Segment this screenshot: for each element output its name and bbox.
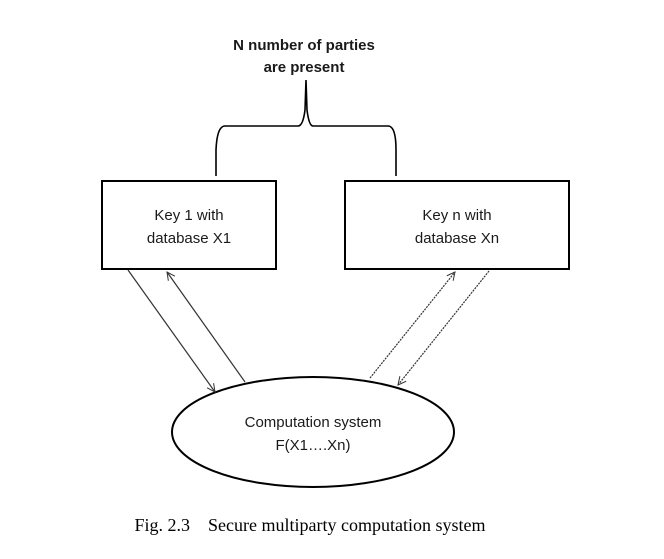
party-box-key-n: Key n with database Xn — [344, 180, 570, 270]
computation-system-line2: F(X1….Xn) — [275, 437, 350, 454]
party-box-key-1-line2: database X1 — [147, 230, 231, 247]
arrow-computation-to-party1 — [167, 272, 246, 383]
arrow-party1-to-computation — [127, 269, 215, 392]
party-box-key-n-line1: Key n with — [422, 207, 491, 224]
grouping-brace — [215, 79, 397, 176]
party-box-key-1-line1: Key 1 with — [154, 207, 223, 224]
party-box-key-n-line2: database Xn — [415, 230, 499, 247]
arrow-partyn-to-computation — [398, 270, 490, 385]
computation-system-node: Computation system F(X1….Xn) — [171, 376, 455, 488]
computation-system-line1: Computation system — [245, 414, 382, 431]
parties-label-line1: N number of parties — [233, 37, 375, 54]
figure-caption: Fig. 2.3 Secure multiparty computation s… — [135, 515, 486, 535]
party-box-key-n-border — [344, 180, 570, 270]
arrow-computation-to-partyn — [369, 272, 455, 379]
party-box-key-1: Key 1 with database X1 — [101, 180, 277, 270]
parties-label-line2: are present — [264, 59, 345, 76]
party-box-key-1-border — [101, 180, 277, 270]
computation-system-ellipse — [171, 376, 455, 488]
